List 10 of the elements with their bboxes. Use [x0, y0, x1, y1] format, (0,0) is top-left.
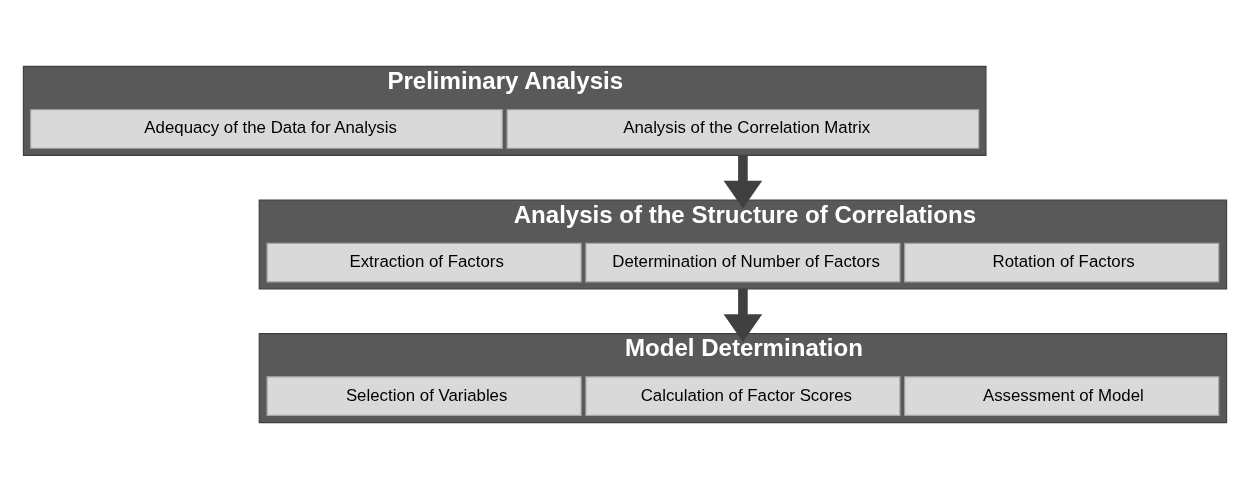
node-box: Calculation of Factor Scores	[585, 376, 901, 416]
node-box: Analysis of the Correlation Matrix	[506, 109, 980, 149]
node-box: Rotation of Factors	[904, 242, 1220, 283]
node-box: Extraction of Factors	[266, 242, 582, 283]
node-box: Adequacy of the Data for Analysis	[30, 109, 503, 149]
node-box: Assessment of Model	[904, 376, 1220, 416]
node-box: Determination of Number of Factors	[585, 242, 901, 283]
arrow	[723, 289, 763, 342]
node-box: Selection of Variables	[266, 376, 582, 416]
arrow	[723, 155, 763, 209]
